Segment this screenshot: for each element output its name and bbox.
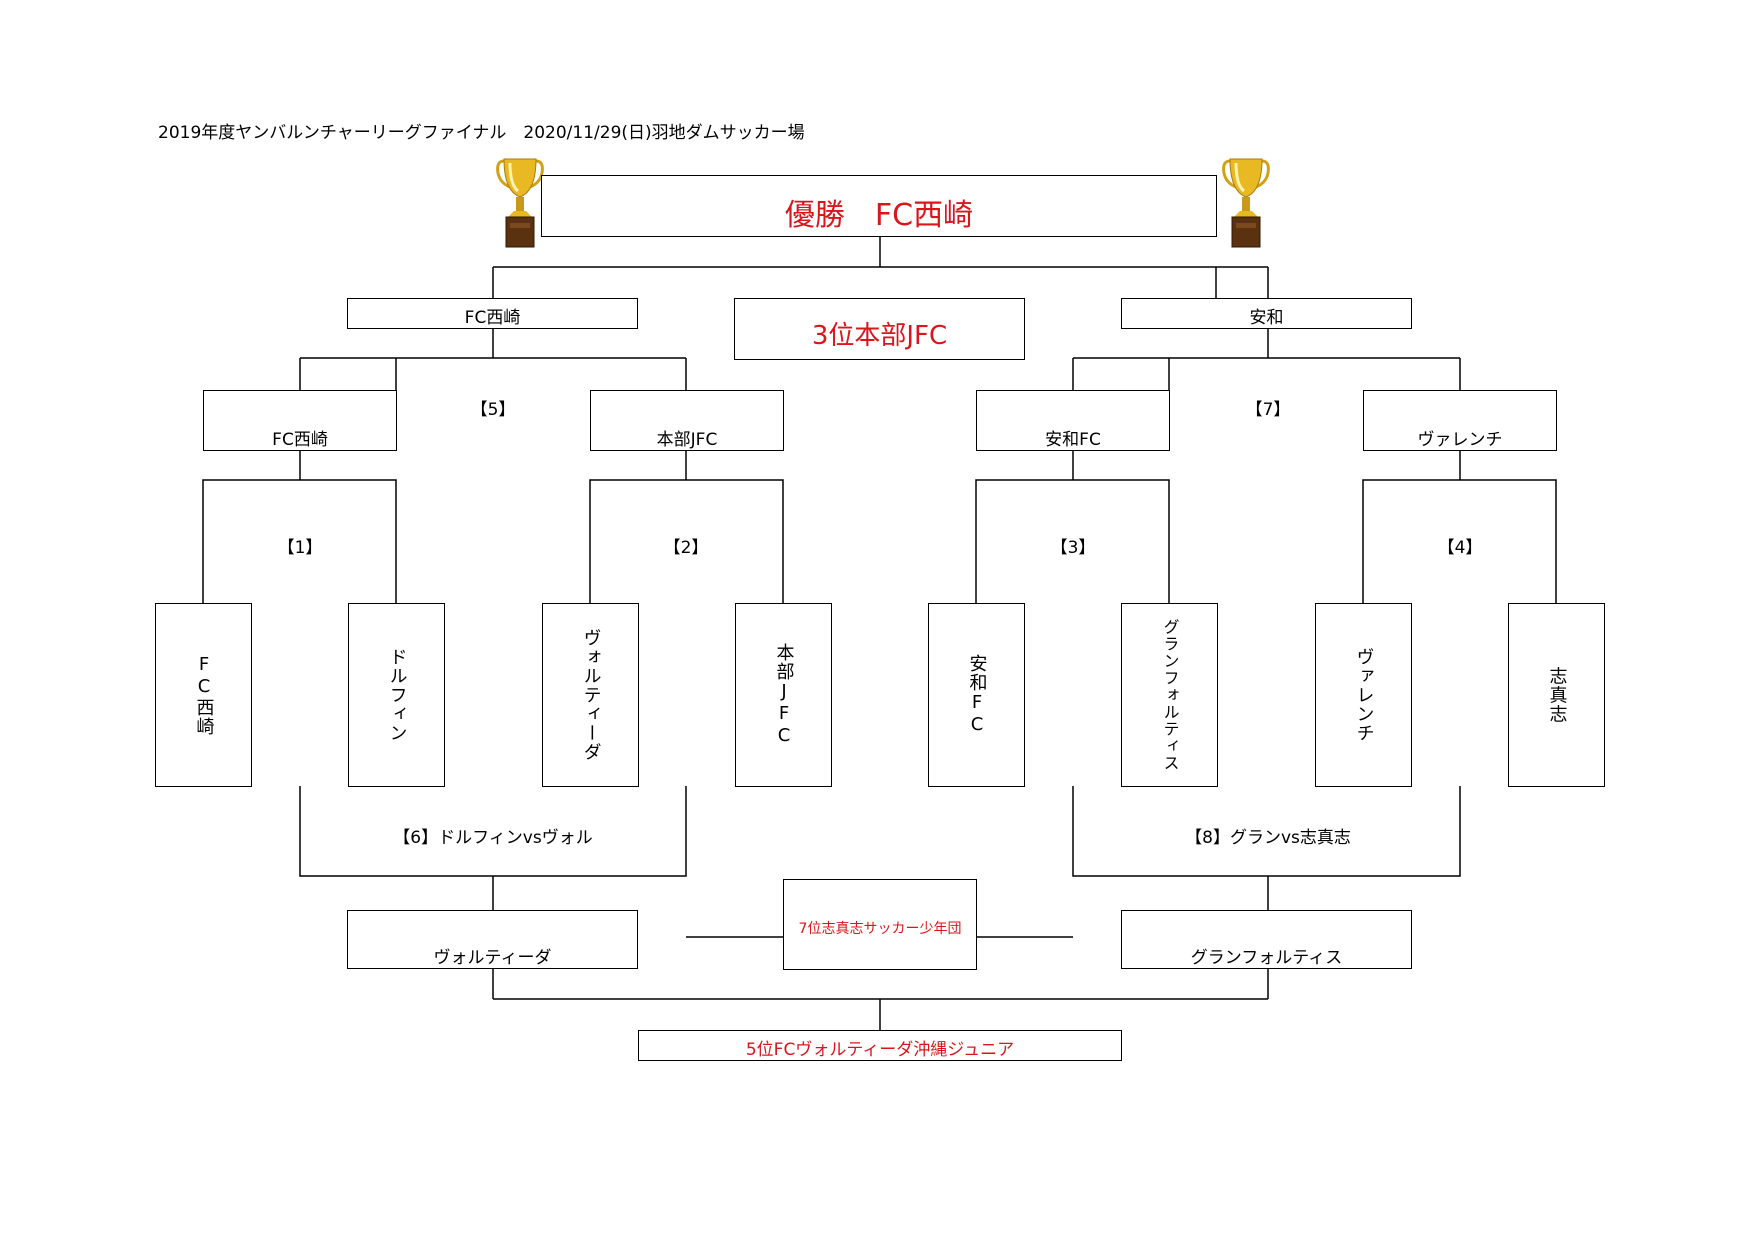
team-name: 志真志: [1546, 666, 1568, 724]
match-label-8: 【8】グランvs志真志: [1185, 828, 1351, 848]
consolation-right-label: グランフォルティス: [1190, 948, 1343, 968]
finalist-left-label: FC西崎: [464, 308, 521, 328]
finalist-right-label: 安和: [1249, 308, 1284, 328]
team-box: 志真志: [1508, 603, 1605, 787]
team-box: ヴァレンチ: [1315, 603, 1412, 787]
team-name: 安和FC: [966, 654, 988, 736]
semifinal-label: 本部JFC: [656, 430, 718, 450]
semifinal-label: FC西崎: [272, 430, 328, 450]
match-label-7: 【7】: [1245, 400, 1291, 420]
fifth-place-box: 5位FCヴォルティーダ沖縄ジュニア: [638, 1030, 1122, 1061]
trophy-icon: [496, 158, 544, 248]
semifinal-box: 安和FC: [976, 390, 1170, 451]
team-name: FC西崎: [193, 654, 215, 736]
semifinal-box: FC西崎: [203, 390, 397, 451]
team-name: ヴァレンチ: [1353, 647, 1375, 743]
consolation-left-label: ヴォルティーダ: [433, 948, 552, 968]
third-place-box: 3位本部JFC: [734, 298, 1025, 360]
semifinal-box: 本部JFC: [590, 390, 784, 451]
champion-label: 優勝 FC西崎: [784, 198, 974, 233]
semifinal-label: ヴァレンチ: [1417, 430, 1503, 450]
match-label-5: 【5】: [470, 400, 516, 420]
match-label-4: 【4】: [1437, 538, 1483, 558]
team-name: 本部JFC: [773, 643, 795, 747]
trophy-icon: [1222, 158, 1270, 248]
team-box: グランフォルティス: [1121, 603, 1218, 787]
team-box: ヴォルティーダ: [542, 603, 639, 787]
team-name: グランフォルティス: [1160, 618, 1180, 772]
team-box: ドルフィン: [348, 603, 445, 787]
match-label-3: 【3】: [1050, 538, 1096, 558]
semifinal-label: 安和FC: [1045, 430, 1101, 450]
third-place-label: 3位本部JFC: [811, 321, 948, 351]
fifth-place-label: 5位FCヴォルティーダ沖縄ジュニア: [745, 1040, 1015, 1060]
team-name: ドルフィン: [386, 647, 408, 743]
match-label-6: 【6】ドルフィンvsヴォル: [393, 828, 593, 848]
consolation-left-box: ヴォルティーダ: [347, 910, 638, 969]
page-title: 2019年度ヤンバルンチャーリーグファイナル 2020/11/29(日)羽地ダム…: [158, 123, 805, 143]
team-box: 本部JFC: [735, 603, 832, 787]
seventh-place-box: 7位志真志サッカー少年団: [783, 879, 977, 970]
match-label-1: 【1】: [277, 538, 323, 558]
semifinal-box: ヴァレンチ: [1363, 390, 1557, 451]
team-name: ヴォルティーダ: [580, 628, 602, 762]
finalist-left-box: FC西崎: [347, 298, 638, 329]
champion-box: 優勝 FC西崎: [541, 175, 1217, 237]
team-box: FC西崎: [155, 603, 252, 787]
seventh-place-label: 7位志真志サッカー少年団: [798, 921, 962, 937]
match-label-2: 【2】: [663, 538, 709, 558]
team-box: 安和FC: [928, 603, 1025, 787]
finalist-right-box: 安和: [1121, 298, 1412, 329]
consolation-right-box: グランフォルティス: [1121, 910, 1412, 969]
